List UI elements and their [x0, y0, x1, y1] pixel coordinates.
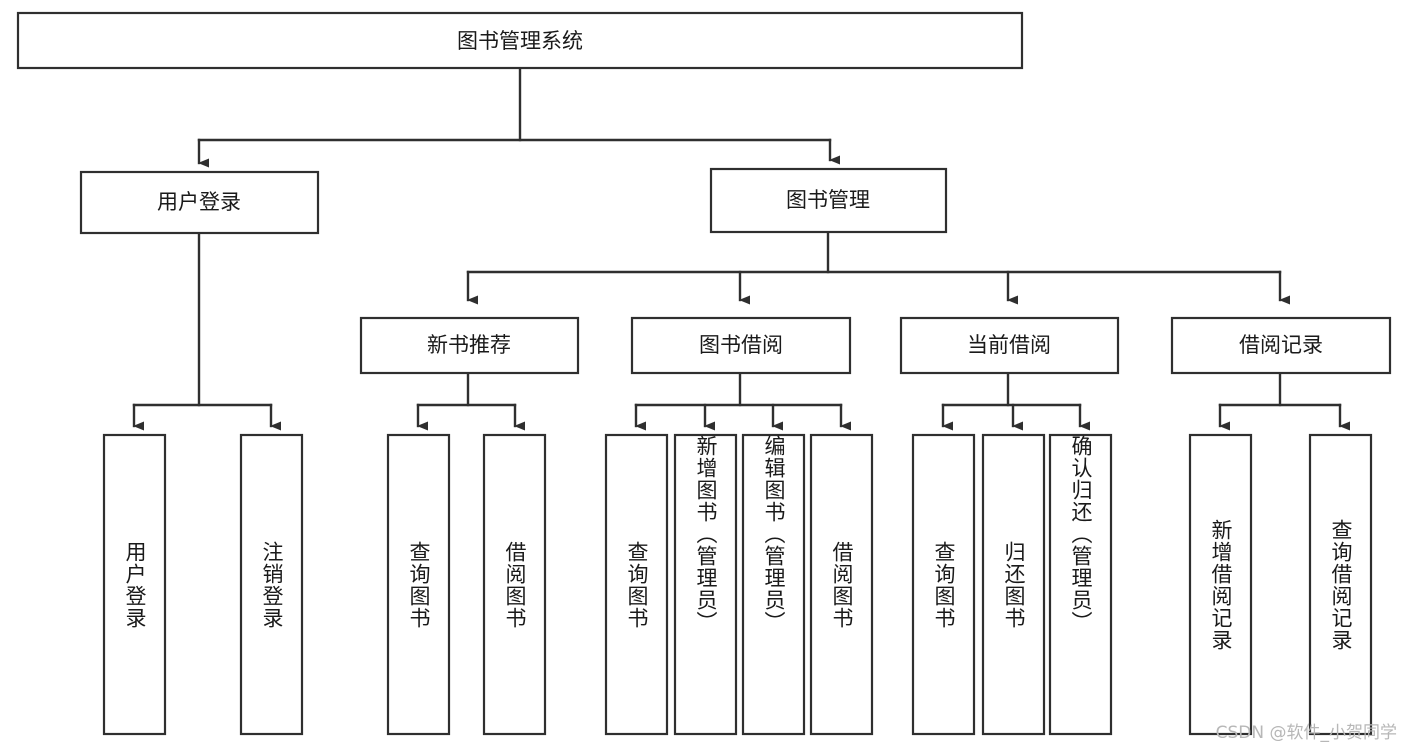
node-current-borrow[interactable]: 当前借阅	[899, 316, 1120, 375]
connector-group-new-book-recommend	[416, 371, 525, 431]
node-book-management-box[interactable]	[709, 167, 948, 234]
node-new-book-recommend-label: 新书推荐	[427, 333, 511, 357]
node-user-login[interactable]: 用户登录	[79, 170, 320, 235]
connector-group-user-login	[132, 231, 281, 431]
connector-group-root	[197, 66, 840, 168]
node-current-borrow-label: 当前借阅	[967, 333, 1051, 357]
watermark-text: CSDN @软件_小贺同学	[1215, 723, 1397, 743]
node-root[interactable]: 图书管理系统	[16, 11, 1024, 70]
connector-group-book-management	[466, 230, 1290, 305]
node-leaf-add-record-box[interactable]	[1188, 433, 1253, 736]
node-leaf-query-book-rec-box[interactable]	[386, 433, 451, 736]
node-book-borrow[interactable]: 图书借阅	[630, 316, 852, 375]
node-book-management-label: 图书管理	[786, 188, 870, 212]
connector-group-book-borrow	[634, 371, 851, 431]
node-leaf-user-login-box[interactable]	[102, 433, 167, 736]
node-leaf-query-record-box[interactable]	[1308, 433, 1373, 736]
connector-group-borrow-record	[1218, 371, 1350, 431]
node-leaf-edit-book-box[interactable]	[741, 433, 806, 736]
node-user-login-box[interactable]	[79, 170, 320, 235]
node-leaf-return-book-box[interactable]	[981, 433, 1046, 736]
node-new-book-recommend[interactable]: 新书推荐	[359, 316, 580, 375]
node-root-box[interactable]	[16, 11, 1024, 70]
node-leaf-borrow-book-rec-box[interactable]	[482, 433, 547, 736]
node-borrow-record[interactable]: 借阅记录	[1170, 316, 1392, 375]
node-root-label: 图书管理系统	[457, 29, 583, 53]
connector-group-current-borrow	[941, 371, 1090, 431]
node-leaf-add-book-box[interactable]	[673, 433, 738, 736]
node-book-borrow-label: 图书借阅	[699, 333, 783, 357]
node-leaf-query-book-current-box[interactable]	[911, 433, 976, 736]
node-user-login-label: 用户登录	[157, 190, 241, 214]
node-leaf-logout-box[interactable]	[239, 433, 304, 736]
node-borrow-record-label: 借阅记录	[1239, 333, 1323, 357]
node-leaf-borrow-book-box[interactable]	[809, 433, 874, 736]
node-new-book-recommend-box[interactable]	[359, 316, 580, 375]
node-leaf-confirm-return-box[interactable]	[1048, 433, 1113, 736]
node-book-borrow-box[interactable]	[630, 316, 852, 375]
node-borrow-record-box[interactable]	[1170, 316, 1392, 375]
node-current-borrow-box[interactable]	[899, 316, 1120, 375]
node-leaf-query-book-borrow-box[interactable]	[604, 433, 669, 736]
node-book-management[interactable]: 图书管理	[709, 167, 948, 234]
